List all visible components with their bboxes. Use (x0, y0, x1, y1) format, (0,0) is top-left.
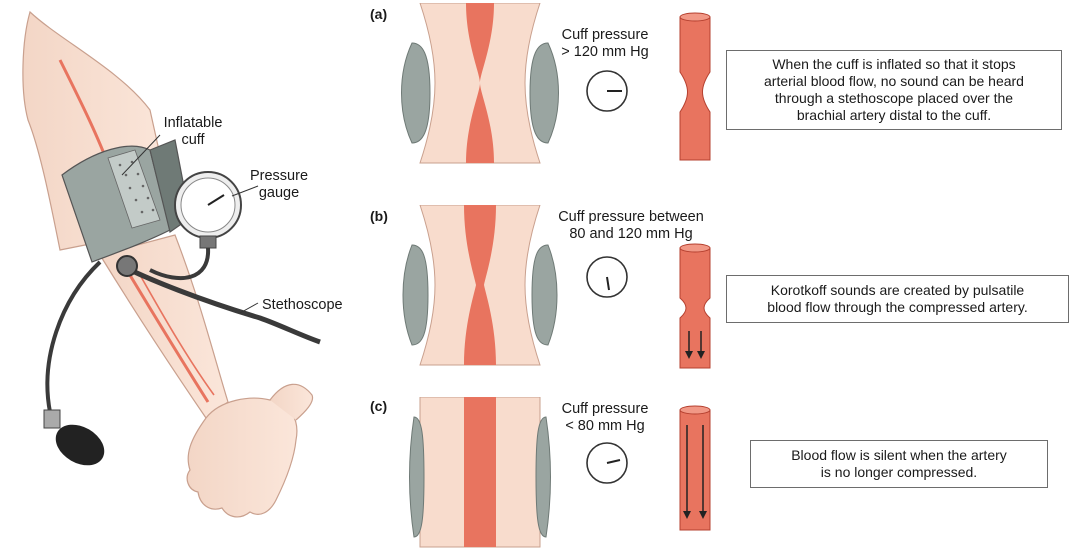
panel-b-note-line-2: blood flow through the compressed artery… (767, 299, 1027, 316)
panel-c-note-line-2: is no longer compressed. (791, 464, 1007, 481)
panel-b-pressure: Cuff pressure between 80 and 120 mm Hg (535, 209, 727, 243)
panel-a-note: When the cuff is inflated so that it sto… (726, 50, 1062, 130)
panel-c-gauge-icon (582, 438, 632, 488)
cuff-label: Inflatable cuff (153, 115, 233, 149)
panel-c-note-line-1: Blood flow is silent when the artery (791, 447, 1007, 464)
panel-c-pressure-line-1: Cuff pressure (562, 401, 649, 417)
panel-a-pressure: Cuff pressure > 120 mm Hg (545, 27, 665, 61)
panel-a-pressure-line-2: > 120 mm Hg (561, 44, 648, 60)
panel-a-note-line-1: When the cuff is inflated so that it sto… (764, 56, 1024, 73)
panel-a-cross-section (400, 3, 560, 168)
panel-a-note-line-2: arterial blood flow, no sound can be hea… (764, 73, 1024, 90)
panel-c-pressure-line-2: < 80 mm Hg (565, 418, 644, 434)
panel-b-pressure-line-2: 80 and 120 mm Hg (569, 226, 692, 242)
panel-a-gauge-icon (582, 66, 632, 116)
panel-a-artery-model (670, 12, 720, 162)
panel-a-pressure-line-1: Cuff pressure (562, 27, 649, 43)
panel-b-letter: (b) (370, 208, 388, 224)
panel-c-cross-section (400, 397, 560, 552)
panel-c-pressure: Cuff pressure < 80 mm Hg (545, 401, 665, 435)
stethoscope-label: Stethoscope (262, 297, 343, 314)
panel-b-note-line-1: Korotkoff sounds are created by pulsatil… (767, 282, 1027, 299)
bulb-tube (47, 262, 100, 412)
inflation-bulb (44, 410, 112, 474)
panel-b-gauge-icon (582, 252, 632, 302)
panel-b-note: Korotkoff sounds are created by pulsatil… (726, 275, 1069, 323)
cuff-label-line-1: Inflatable (164, 115, 223, 131)
panel-c-note: Blood flow is silent when the artery is … (750, 440, 1048, 488)
panel-b-pressure-line-1: Cuff pressure between (558, 209, 704, 225)
stethoscope-head (117, 256, 137, 276)
hand (187, 398, 297, 517)
panel-b-artery-model (670, 243, 720, 373)
panel-a-note-line-4: brachial artery distal to the cuff. (764, 107, 1024, 124)
cuff-label-line-2: cuff (181, 132, 204, 148)
gauge-label-line-2: gauge (259, 185, 299, 201)
panel-c-letter: (c) (370, 398, 387, 414)
panel-c-artery-model (670, 405, 720, 535)
panel-a-note-line-3: through a stethoscope placed over the (764, 90, 1024, 107)
pressure-gauge (175, 172, 241, 248)
panel-a-letter: (a) (370, 6, 387, 22)
gauge-label-line-1: Pressure (250, 168, 308, 184)
gauge-label: Pressure gauge (242, 168, 316, 202)
